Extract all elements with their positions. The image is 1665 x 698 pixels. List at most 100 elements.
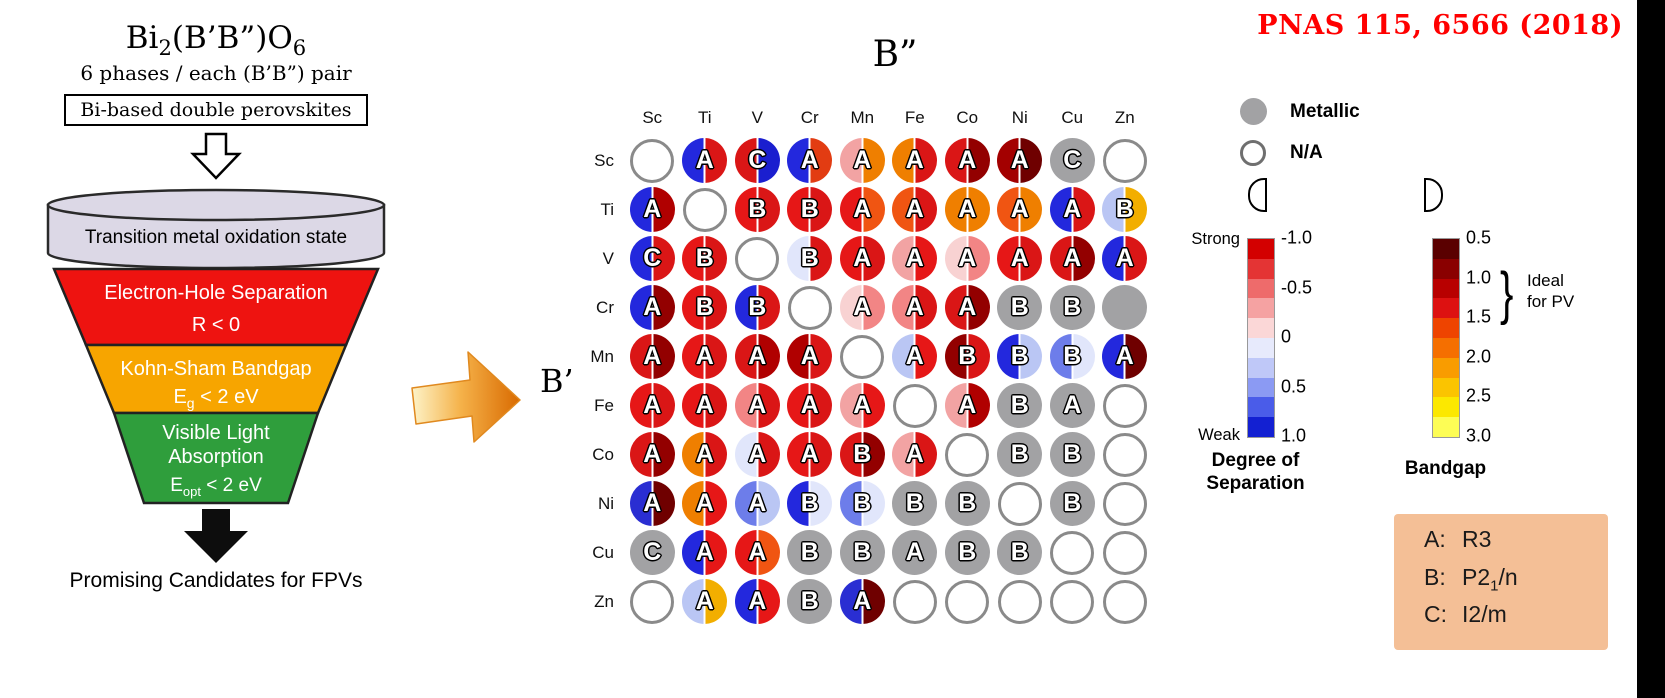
spacegroup-legend-box: A:R3 B:P21/n C:I2/m (1394, 514, 1608, 650)
matrix-cell-Ni-V: A (734, 481, 780, 526)
matrix-cell-V-Cu: A (1049, 236, 1095, 281)
matrix-cell-Co-Cr: A (787, 432, 833, 477)
na-label: N/A (1290, 142, 1323, 163)
metallic-label: Metallic (1290, 101, 1360, 122)
matrix-row-label-Ni: Ni (597, 493, 614, 513)
colorbar-tick: 1.0 (1281, 425, 1307, 446)
matrix-cell-Mn-Mn (840, 334, 885, 379)
matrix-cell-Sc-Cr: A (787, 138, 833, 183)
matrix-cell-Zn-Cu (1050, 579, 1095, 624)
spacegroup-letter: B (748, 195, 767, 223)
spacegroup-letter: A (905, 440, 924, 468)
matrix-cell-V-Ti: B (682, 236, 728, 281)
spacegroup-A: A:R3 (1424, 526, 1608, 557)
matrix-cell-Cu-Ti: A (682, 530, 728, 575)
right-edge-black-bar (1637, 0, 1665, 698)
spacegroup-letter: A (643, 293, 662, 321)
matrix-col-label-Mn: Mn (850, 108, 875, 127)
screening-funnel-panel: Bi2(B’B”)O6 6 phases / each (B’B”) pair … (12, 8, 420, 593)
hollow-down-arrow-icon (190, 132, 242, 180)
spacegroup-letter: A (695, 391, 714, 419)
matrix-cell-Zn-Mn: A (839, 579, 885, 624)
matrix-cell-Cr-V: B (734, 285, 780, 330)
matrix-cell-Co-Fe: A (892, 432, 938, 477)
matrix-cell-Sc-Sc (630, 138, 675, 183)
spacegroup-letter: A (748, 342, 767, 370)
spacegroup-letter: A (958, 293, 977, 321)
colorbar-segment (1433, 337, 1459, 358)
matrix-cell-Mn-Sc: A (629, 334, 675, 379)
spacegroup-letter: A (958, 195, 977, 223)
matrix-cell-Sc-Co: A (944, 138, 990, 183)
matrix-cell-Co-Ti: A (682, 432, 728, 477)
spacegroup-letter: B (1010, 293, 1029, 321)
matrix-cell-V-Co: A (944, 236, 990, 281)
matrix-cell-Cu-Cr: B (787, 530, 833, 575)
spacegroup-letter: A (1063, 391, 1082, 419)
matrix-cell-Cr-Cr (787, 285, 832, 330)
colorbar-tick: -1.0 (1281, 227, 1313, 248)
spacegroup-letter: A (643, 195, 662, 223)
matrix-cell-Fe-V: A (734, 383, 780, 428)
separation-weak-label: Weak (1198, 426, 1240, 444)
matrix-cell-Fe-Ti: A (682, 383, 728, 428)
funnel-stage4-line3: Eopt < 2 eV (170, 475, 262, 499)
spacegroup-letter: A (853, 391, 872, 419)
matrix-cell-Cr-Ni: B (997, 285, 1043, 330)
matrix-cell-Co-V: A (734, 432, 780, 477)
spacegroup-letter: C (643, 538, 662, 566)
spacegroup-letter: C (748, 146, 767, 174)
matrix-cell-V-V (735, 236, 780, 281)
screening-funnel: Transition metal oxidation state Electro… (46, 188, 386, 564)
metallic-circle-icon (1240, 98, 1267, 125)
spacegroup-letter: B (695, 293, 714, 321)
colorbar-segment (1248, 337, 1274, 358)
matrix-cell-Mn-Co: B (944, 334, 990, 379)
matrix-cell-Zn-Ti: A (682, 579, 728, 624)
spacegroup-letter: B (905, 489, 924, 517)
matrix-cell-Cu-Mn: B (839, 530, 885, 575)
matrix-cell-Fe-Cr: A (787, 383, 833, 428)
spacegroup-letter: A (695, 146, 714, 174)
funnel-stage4-line1: Visible Light (162, 422, 270, 444)
matrix-cell-Zn-Sc (630, 579, 675, 624)
matrix-cell-Fe-Sc: A (629, 383, 675, 428)
matrix-cell-Mn-Cr: A (787, 334, 833, 379)
matrix-cell-Co-Cu: B (1049, 432, 1095, 477)
spacegroup-letter: A (1010, 244, 1029, 272)
matrix-cell-Mn-Zn: A (1102, 334, 1148, 379)
funnel-stage2-line1: Electron-Hole Separation (104, 282, 327, 304)
spacegroup-letter: A (695, 587, 714, 615)
matrix-cell-Zn-Co (945, 579, 990, 624)
spacegroup-letter: B (695, 244, 714, 272)
matrix-cell-Fe-Ni: B (997, 383, 1043, 428)
matrix-cell-V-Ni: A (997, 236, 1043, 281)
spacegroup-letter: B (800, 587, 819, 615)
spacegroup-letter: A (800, 391, 819, 419)
matrix-cell-Sc-Zn (1102, 138, 1147, 183)
matrix-cell-Sc-V: C (734, 138, 780, 183)
colorbar-segment (1248, 278, 1274, 299)
matrix-cell-Zn-Fe (892, 579, 937, 624)
separation-strong-label: Strong (1191, 230, 1240, 248)
spacegroup-letter: B (800, 195, 819, 223)
spacegroup-letter: B (748, 293, 767, 321)
colorbar-segment (1433, 278, 1459, 299)
matrix-cell-Ti-Co: A (944, 187, 990, 232)
matrix-col-label-Cu: Cu (1061, 108, 1084, 127)
matrix-col-label-Sc: Sc (642, 108, 663, 127)
x-axis-label: B” (872, 34, 918, 75)
matrix-row-label-Fe: Fe (594, 395, 614, 415)
colorbar-segment (1433, 377, 1459, 398)
matrix-cell-Ti-Fe: A (892, 187, 938, 232)
matrix-cell-Ni-Co: B (944, 481, 990, 526)
formula-subtitle: 6 phases / each (B’B”) pair (80, 61, 352, 86)
matrix-col-label-Ni: Ni (1011, 108, 1028, 127)
matrix-cell-Zn-V: A (734, 579, 780, 624)
funnel-stage3-line2: Eg < 2 eV (173, 386, 259, 411)
matrix-row-label-Zn: Zn (594, 591, 614, 611)
ideal-pv-bracket: } (1500, 262, 1514, 326)
matrix-cell-V-Sc: C (629, 236, 675, 281)
matrix-cell-Fe-Fe (892, 383, 937, 428)
